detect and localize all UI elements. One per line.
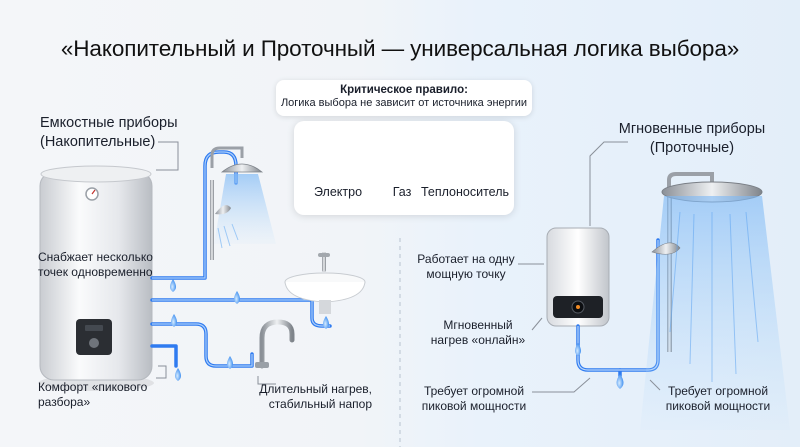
label-multi-points-line1: Снабжает несколько	[38, 250, 153, 264]
label-peak-power-a-line1: Требует огромной	[423, 384, 525, 398]
label-peak-power-b-line1: Требует огромной	[667, 384, 769, 398]
label-long-heating: Длительный нагрев, стабильный напор	[256, 382, 372, 412]
page-title: «Накопительный и Проточный — универсальн…	[60, 36, 740, 61]
water-drop-icons-left	[170, 279, 329, 381]
water-drop-icons-right	[575, 343, 624, 389]
label-multi-points: Снабжает несколько точек одновременно	[38, 250, 153, 280]
label-peak-comfort-line2: разбора»	[38, 395, 91, 409]
storage-heading-line2: (Накопительные)	[40, 134, 156, 150]
label-one-point: Работает на одну мощную точку	[414, 252, 518, 282]
label-peak-power-a-line2: пиковой мощности	[421, 399, 527, 413]
instant-heading-line2: (Проточные)	[649, 140, 735, 156]
energy-sources-box: Электро Газ Теплоноситель	[294, 121, 514, 215]
critical-rule-title: Критическое правило:	[340, 84, 468, 96]
label-peak-comfort: Комфорт «пикового разбора»	[38, 380, 147, 410]
label-one-point-line2: мощную точку	[426, 267, 506, 281]
storage-tank	[38, 165, 154, 391]
source-gas-label: Газ	[392, 185, 412, 199]
label-instant-heating: Мгновенный нагрев «онлайн»	[424, 318, 532, 348]
label-instant-heating-line2: нагрев «онлайн»	[430, 333, 526, 347]
source-electric-label: Электро	[313, 185, 363, 199]
label-long-heating-line2: стабильный напор	[268, 397, 372, 411]
storage-heading: Емкостные приборы (Накопительные)	[40, 114, 178, 152]
sink-icon	[284, 252, 366, 314]
label-peak-power-b-line2: пиковой мощности	[665, 399, 771, 413]
instant-heading-line1: Мгновенные приборы	[618, 121, 766, 137]
shower-icon-right	[640, 172, 790, 430]
label-one-point-line1: Работает на одну	[417, 252, 515, 266]
label-instant-heating-line1: Мгновенный	[443, 318, 513, 332]
label-peak-power-a: Требует огромной пиковой мощности	[418, 384, 530, 414]
shower-icon-left	[210, 146, 276, 260]
label-long-heating-line1: Длительный нагрев,	[259, 382, 372, 396]
critical-rule-subtitle: Логика выбора не зависит от источника эн…	[280, 97, 528, 109]
label-peak-comfort-line1: Комфорт «пикового	[38, 380, 148, 394]
label-multi-points-line2: точек одновременно	[38, 265, 153, 279]
source-coolant-label: Теплоноситель	[420, 185, 510, 199]
critical-rule-box: Критическое правило: Логика выбора не за…	[276, 80, 532, 116]
control-panel	[76, 319, 112, 355]
storage-heading-line1: Емкостные приборы	[40, 115, 178, 131]
instant-heater	[546, 227, 610, 327]
faucet-icon	[255, 319, 295, 369]
label-peak-power-b: Требует огромной пиковой мощности	[662, 384, 774, 414]
instant-heading: Мгновенные приборы (Проточные)	[612, 120, 772, 158]
